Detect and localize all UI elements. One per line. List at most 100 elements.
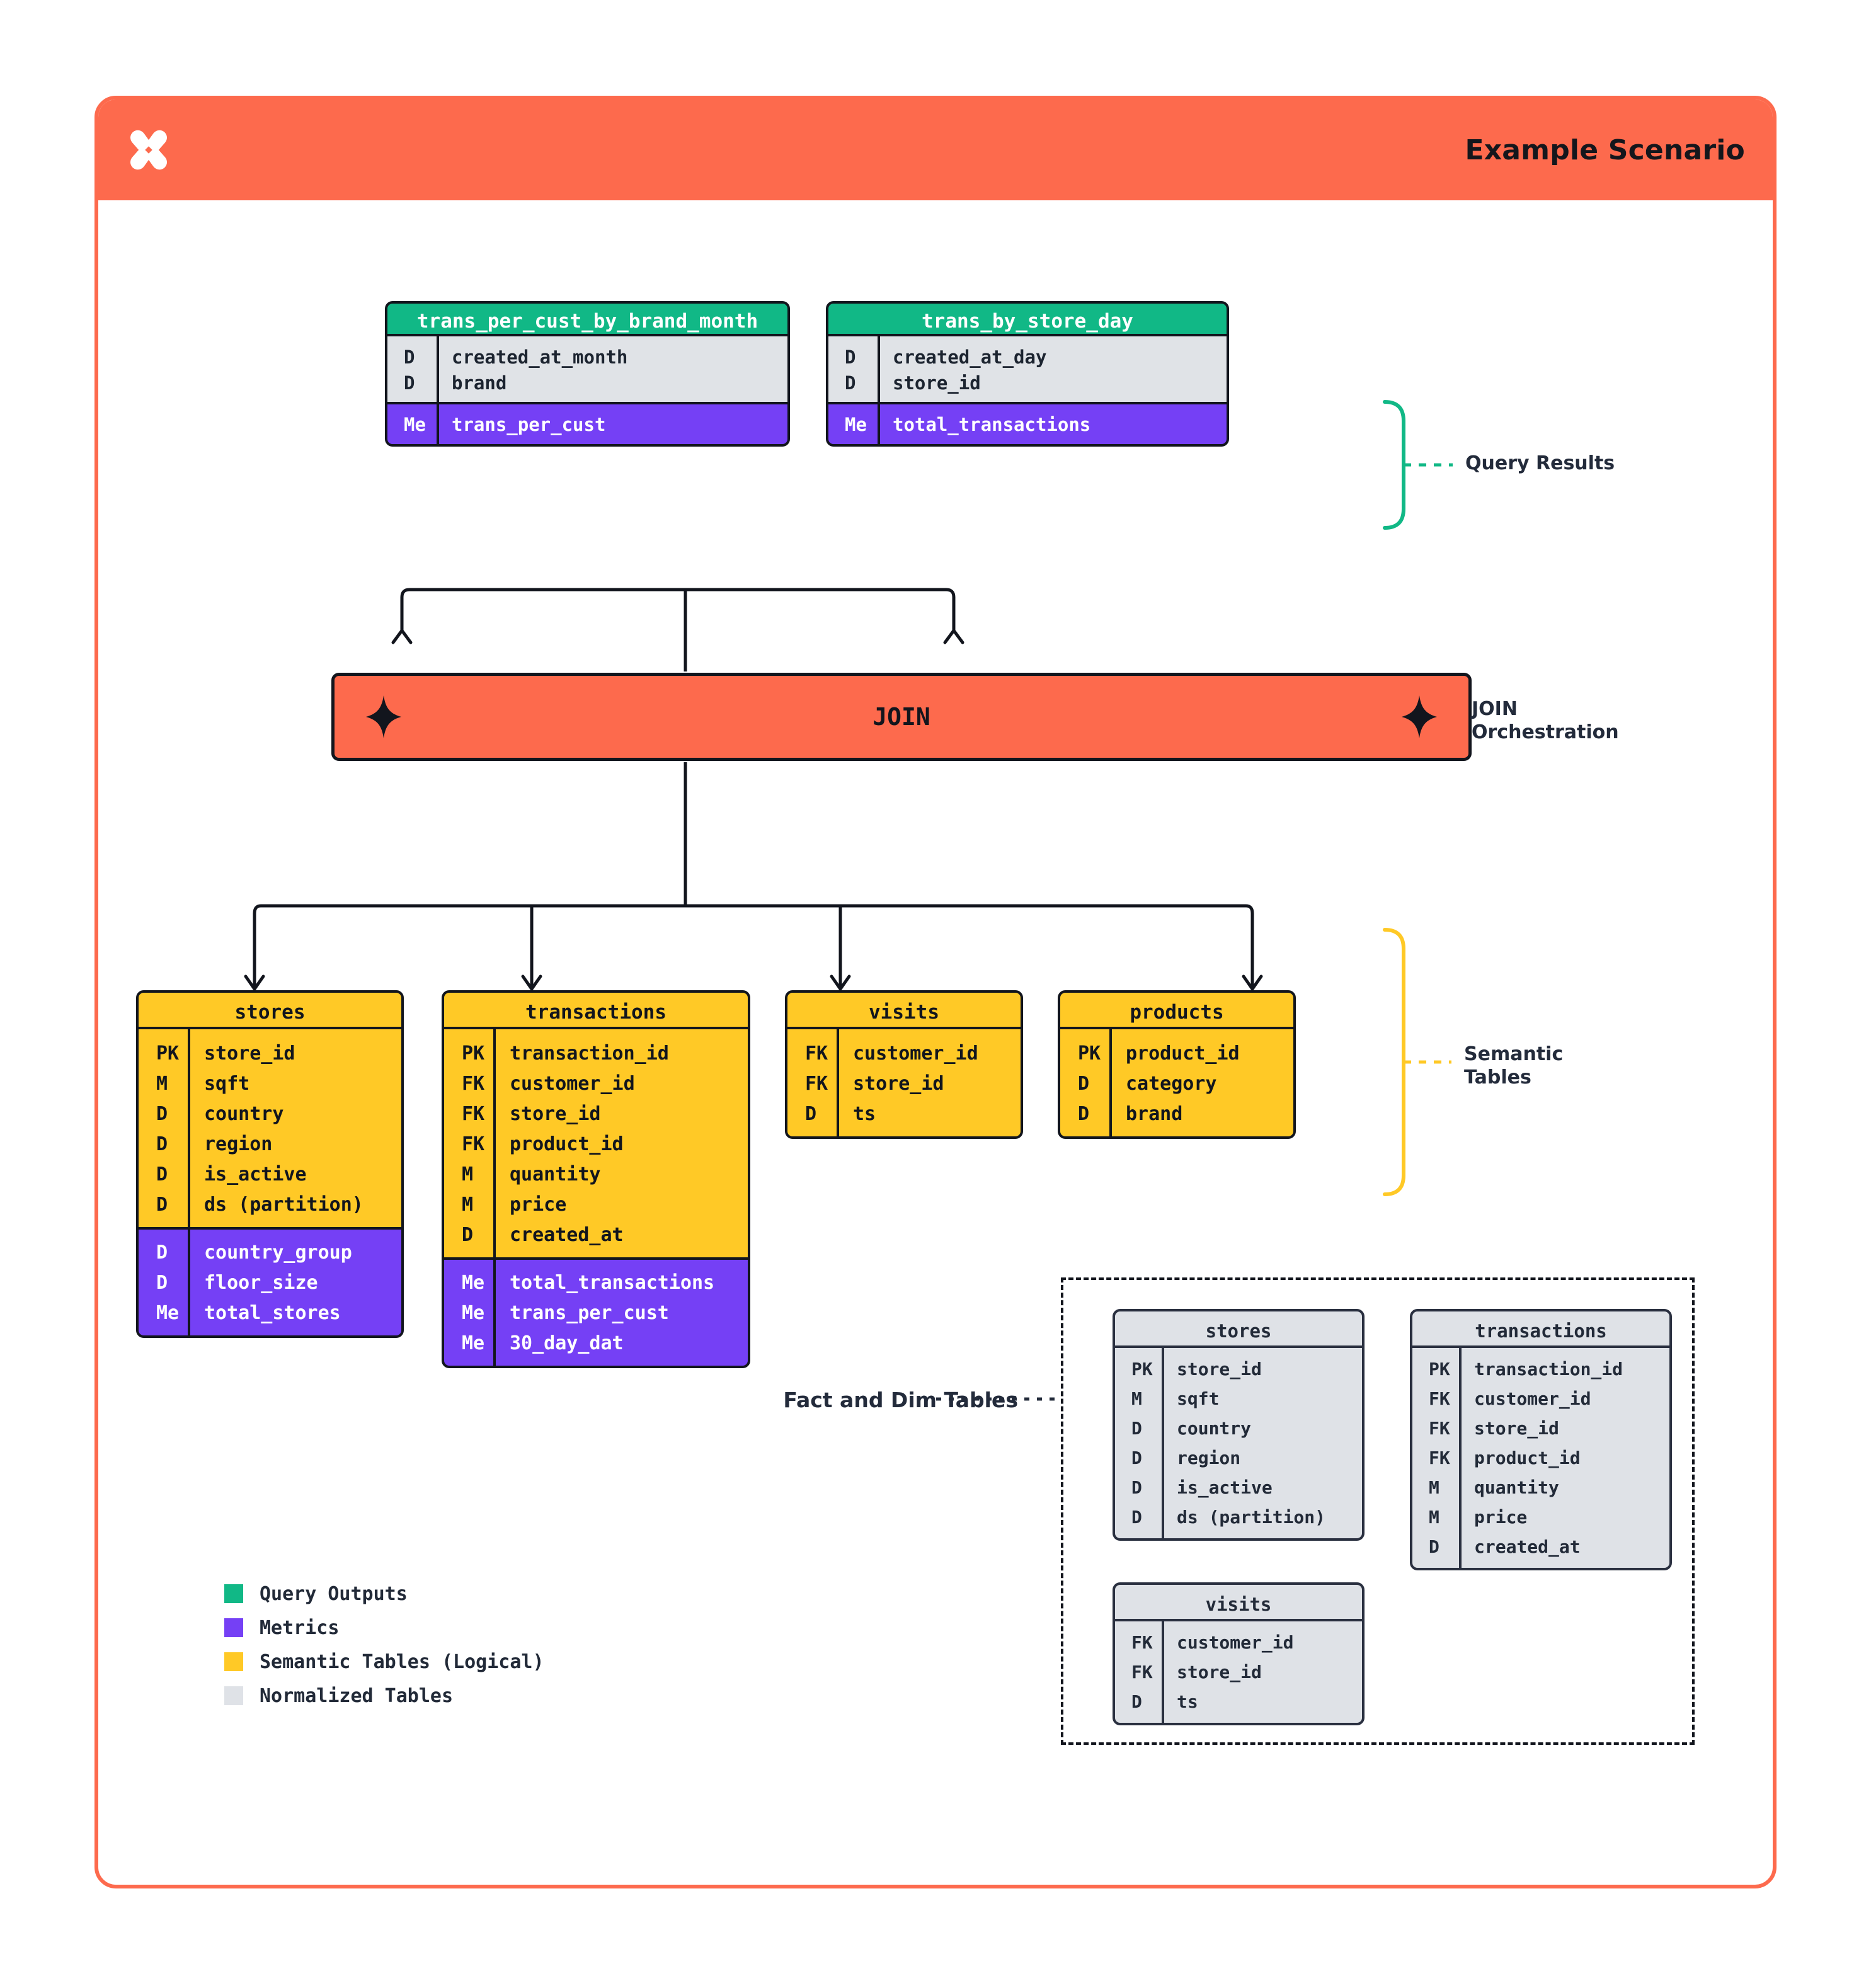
row-field: floor_size [204,1271,318,1294]
row-field: store_id [1177,1662,1262,1682]
metric-rows: Me trans_per_cust [385,404,790,447]
row-field: created_at_month [452,346,628,368]
table-row: D created_at_month [387,344,787,370]
join-orchestration-bar[interactable]: JOIN [331,673,1472,761]
legend: Query Outputs Metrics Semantic Tables (L… [224,1577,544,1713]
row-key: D [1078,1072,1090,1095]
row-key: FK [462,1072,485,1095]
row-field: product_id [510,1133,624,1155]
row-key: FK [1429,1448,1450,1468]
annotation-text-line2: Tables [1464,1066,1531,1088]
sparkle-icon [366,695,401,738]
table-row: D brand [387,370,787,396]
row-key: M [462,1193,474,1216]
legend-item: Normalized Tables [224,1679,544,1713]
row-key: D [156,1241,168,1264]
row-field: created_at [510,1223,624,1246]
row-key: FK [462,1133,485,1155]
row-field: customer_id [1177,1632,1294,1653]
row-field: region [1177,1448,1241,1468]
row-field: brand [452,372,507,394]
legend-label: Metrics [260,1616,340,1639]
table-header: trans_per_cust_by_brand_month [385,301,790,336]
table-row: D store_id [828,370,1227,396]
row-field: country [204,1102,284,1125]
row-field: ds (partition) [204,1193,363,1216]
row-field: transaction_id [510,1042,669,1065]
row-key: FK [1131,1632,1153,1653]
query-result-table[interactable]: trans_by_store_day D created_at_day D st… [826,301,1229,447]
row-field: transaction_id [1474,1359,1623,1380]
annotation-text-line2: Orchestration [1472,721,1619,743]
row-field: ts [1177,1691,1198,1712]
table-header: transactions [1410,1309,1672,1348]
legend-label: Query Outputs [260,1582,408,1605]
row-key: PK [1078,1042,1101,1065]
row-key: D [1429,1536,1439,1557]
row-key: M [156,1072,168,1095]
row-field: created_at [1474,1536,1581,1557]
row-key: Me [462,1271,485,1294]
row-field: store_id [853,1072,944,1095]
table-row: FK customer_id [444,1068,748,1099]
row-field: total_transactions [893,413,1091,435]
row-key: D [1131,1691,1142,1712]
table-row: FK customer_id [1115,1628,1362,1657]
join-label: JOIN [873,703,930,731]
row-key: Me [845,413,867,435]
sparkle-icon [1402,695,1437,738]
row-field: price [1474,1507,1528,1528]
row-key: FK [1429,1388,1450,1409]
legend-item: Metrics [224,1611,544,1645]
row-field: total_transactions [510,1271,715,1294]
metric-rows: Me total_transactions [826,404,1229,447]
row-field: price [510,1193,567,1216]
table-header: products [1058,990,1296,1029]
row-field: country [1177,1418,1252,1439]
query-result-table[interactable]: trans_per_cust_by_brand_month D created_… [385,301,790,447]
legend-item: Semantic Tables (Logical) [224,1645,544,1679]
legend-swatch-query-outputs [224,1584,243,1603]
xmark-diamond-logo [130,130,167,170]
row-key: M [462,1163,474,1185]
row-key: Me [156,1301,180,1324]
row-field: customer_id [1474,1388,1591,1409]
table-header: visits [1113,1582,1365,1621]
row-field: customer_id [510,1072,635,1095]
row-field: total_stores [204,1301,341,1324]
row-field: trans_per_cust [452,413,606,435]
row-field: trans_per_cust [510,1301,669,1324]
table-header: stores [136,990,404,1029]
row-field: store_id [204,1042,295,1065]
dimension-rows: D created_at_month D brand [385,336,790,404]
row-key: FK [805,1072,828,1095]
row-key: FK [462,1102,485,1125]
row-field: brand [1126,1102,1183,1125]
legend-label: Normalized Tables [260,1684,454,1707]
row-field: is_active [204,1163,307,1185]
row-field: sqft [1177,1388,1220,1409]
legend-swatch-normalized-tables [224,1686,243,1705]
